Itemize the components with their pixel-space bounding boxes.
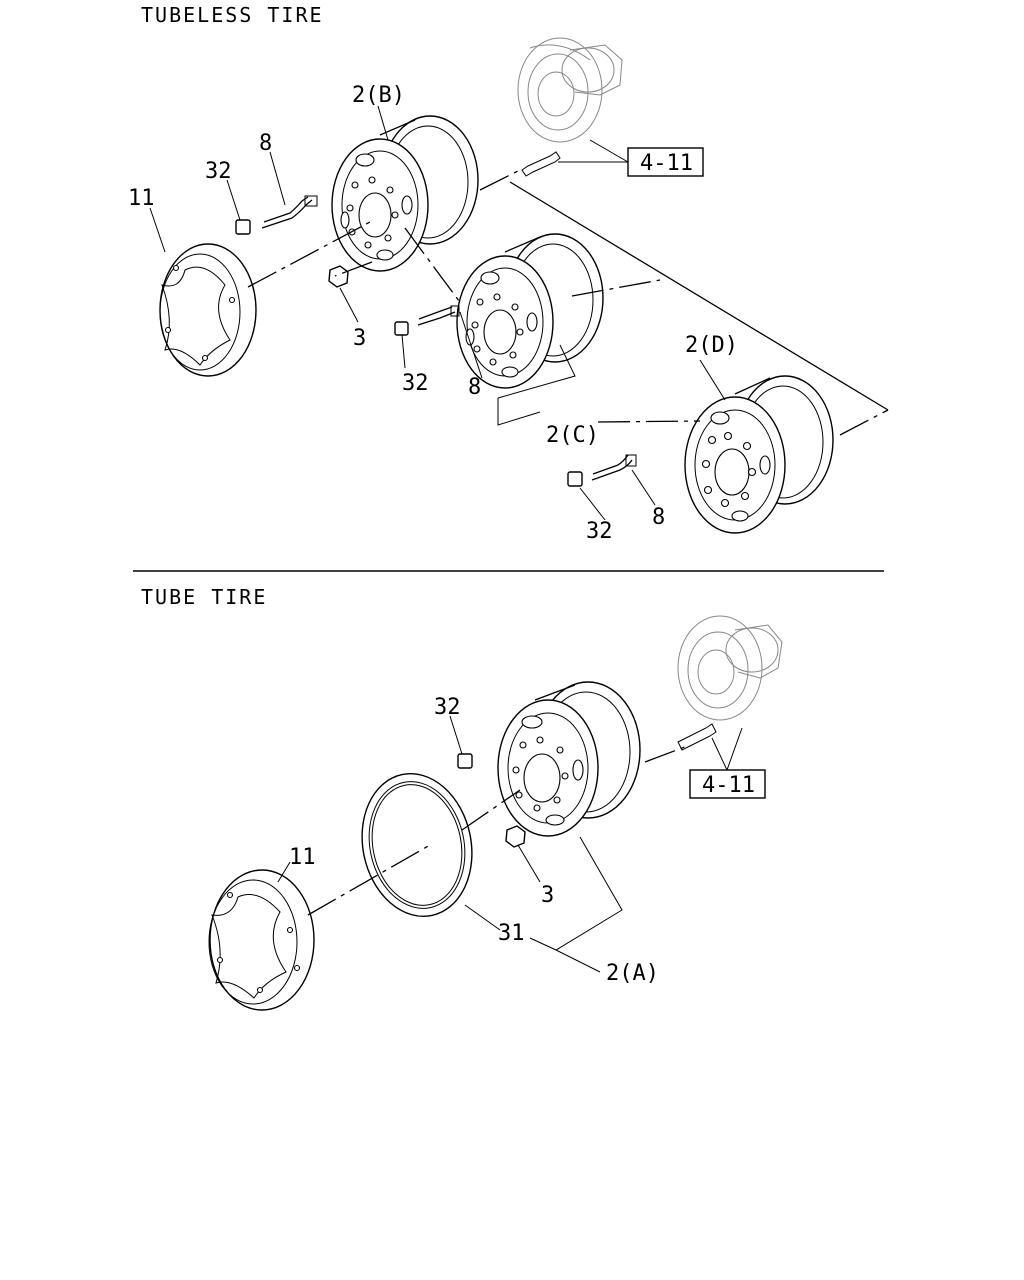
tube-section-title: TUBE TIRE [141,585,267,609]
hub-cap-11-upper [159,243,257,377]
label-31: 31 [498,921,525,946]
label-2a: 2(A) [606,961,659,986]
hub-drum-tubeless [517,37,623,143]
centerlines-tube [307,744,691,916]
side-ring-31 [361,772,473,918]
valve-stem-8-middle [417,305,460,326]
valve-cap-32-lower [567,471,583,487]
label-11-tube: 11 [289,845,316,870]
hub-bolt-tubeless [521,151,561,177]
hub-drum-tube [677,615,783,721]
ref-4-11-tube: 4-11 [689,727,766,799]
valve-stem-8-upper [261,195,318,229]
leaders-tube [277,715,623,973]
wheel-2a [497,681,641,837]
centerlines-tubeless [247,169,889,436]
label-2b: 2(B) [352,83,405,108]
wheel-2d [684,375,834,534]
ref-box-label: 4-11 [640,151,693,176]
ref-box-label-tube: 4-11 [702,773,755,798]
hub-cap-11-tube [208,869,315,1011]
label-32-upper: 32 [205,159,232,184]
label-32-lower: 32 [586,519,613,544]
label-3-tube: 3 [541,883,554,908]
valve-cap-32-tube [457,753,473,769]
valve-stem-8-lower [591,454,637,481]
label-8-middle: 8 [468,375,481,400]
hub-bolt-tube [677,723,717,751]
tubeless-section-title: TUBELESS TIRE [141,3,324,27]
leaders-tubeless [149,105,726,521]
label-8-upper: 8 [259,131,272,156]
label-8-lower: 8 [652,505,665,530]
valve-cap-32-upper [235,219,251,235]
wheel-2c [456,233,604,389]
wheel-2b [331,115,479,272]
label-11-upper: 11 [128,186,155,211]
wheel-nut-3-upper [328,265,349,288]
label-32-middle: 32 [402,371,429,396]
label-2c: 2(C) [546,423,599,448]
ref-4-11-tubeless: 4-11 [558,139,704,177]
label-32-tube: 32 [434,695,461,720]
label-3-upper: 3 [353,326,366,351]
valve-cap-32-middle [394,321,409,336]
label-2d: 2(D) [685,333,738,358]
wheel-nut-3-tube [505,825,526,848]
